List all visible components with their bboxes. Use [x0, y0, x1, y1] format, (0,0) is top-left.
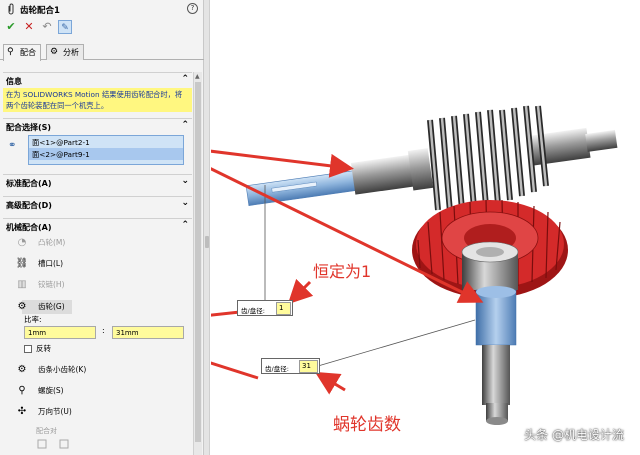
- selection-item-1[interactable]: 面<1>@Part2-1: [32, 138, 90, 147]
- paperclip-icon: [8, 3, 14, 15]
- tab-analysis-label: 分析: [63, 48, 79, 57]
- mate-hinge-label: 铰链(H): [38, 280, 65, 289]
- mate-slot[interactable]: ⛓ 槽口(L): [16, 257, 64, 271]
- chevron-up-icon: ⌃: [181, 220, 189, 230]
- mate-selection-icon: ⚭: [8, 140, 17, 151]
- mate-pair-label: 配合对: [36, 427, 57, 435]
- watermark: 头条 @机电设计流: [524, 428, 624, 442]
- tab-bar: ⚲ 配合 ⚙ 分析: [0, 42, 204, 61]
- section-advanced-header[interactable]: 高级配合(D) ⌄: [3, 196, 192, 212]
- tab-mates-label: 配合: [20, 48, 36, 57]
- ratio-left-input[interactable]: 1mm: [24, 326, 96, 339]
- ok-check-icon[interactable]: ✔: [6, 20, 16, 33]
- section-selections-header[interactable]: 配合选择(S) ⌃: [3, 118, 192, 134]
- reverse-checkbox[interactable]: [24, 345, 32, 353]
- graphics-viewport[interactable]: [211, 0, 640, 455]
- scroll-up-icon[interactable]: ▲: [195, 73, 200, 80]
- mate-rack-pinion[interactable]: ⚙ 齿条小齿轮(K): [18, 363, 87, 377]
- section-selections-title: 配合选择(S): [6, 123, 52, 132]
- section-info-title: 信息: [6, 77, 22, 86]
- pin-icon[interactable]: ✎: [58, 20, 72, 34]
- chevron-up-icon: ⌃: [181, 74, 189, 84]
- cam-icon: ◔: [17, 237, 27, 248]
- mate-gear[interactable]: ⚙ 齿轮(G): [18, 300, 72, 314]
- property-manager-panel: 齿轮配合1 ? ✔ ✕ ↶ ✎ ⚲ 配合 ⚙ 分析 信息 ⌃ 在为 SOLIDW…: [0, 0, 204, 455]
- chevron-down-icon: ⌄: [181, 198, 189, 208]
- annotation-worm-teeth: 蜗轮齿数: [333, 415, 401, 435]
- scrollbar-thumb[interactable]: [195, 82, 201, 442]
- annotation-constant-one: 恒定为1: [313, 262, 372, 281]
- leader-lines: [264, 185, 476, 367]
- panel-splitter[interactable]: [204, 0, 210, 455]
- ratio-label: 比率:: [24, 315, 42, 324]
- mate-hinge[interactable]: ▥ 铰链(H): [17, 278, 65, 292]
- mate-screw-label: 螺旋(S): [38, 386, 64, 395]
- chevron-down-icon: ⌄: [181, 176, 189, 186]
- mate-slot-label: 槽口(L): [38, 259, 64, 268]
- label-2-value[interactable]: 31: [299, 360, 318, 373]
- mate-gear-label: 齿轮(G): [38, 302, 65, 311]
- hinge-icon: ▥: [17, 279, 27, 290]
- mate-universal-joint-label: 万向节(U): [38, 407, 72, 416]
- gear-ratio-label-1[interactable]: 齿/盘径: 1: [237, 300, 293, 316]
- universal-joint-icon: ✣: [17, 406, 27, 417]
- section-mechanical-header[interactable]: 机械配合(A) ⌃: [3, 218, 192, 234]
- section-mechanical-title: 机械配合(A): [6, 223, 52, 232]
- mate-pair-icon: [37, 439, 69, 449]
- ratio-right-input[interactable]: 31mm: [112, 326, 184, 339]
- help-icon[interactable]: ?: [187, 3, 198, 14]
- undo-icon[interactable]: ↶: [42, 20, 52, 33]
- label-2-key: 齿/盘径:: [265, 365, 289, 373]
- cancel-x-icon[interactable]: ✕: [24, 20, 34, 33]
- worm-threads[interactable]: [427, 105, 549, 213]
- section-info-header[interactable]: 信息 ⌃: [3, 72, 192, 88]
- paperclip-icon: ⚲: [7, 47, 14, 57]
- selection-item-2[interactable]: 面<2>@Part9-1: [29, 148, 183, 160]
- screw-icon: ⚲: [18, 385, 26, 396]
- gear-ratio-label-2[interactable]: 齿/盘径: 31: [261, 358, 320, 374]
- chevron-up-icon: ⌃: [181, 120, 189, 130]
- splitter-grip[interactable]: [205, 236, 209, 248]
- label-1-key: 齿/盘径:: [241, 307, 265, 315]
- section-standard-header[interactable]: 标准配合(A) ⌄: [3, 174, 192, 190]
- wheel-shaft[interactable]: [461, 241, 519, 425]
- tab-analysis[interactable]: ⚙ 分析: [46, 44, 84, 60]
- ratio-separator: :: [102, 326, 105, 335]
- section-advanced-title: 高级配合(D): [6, 201, 52, 210]
- rack-pinion-icon: ⚙: [17, 364, 27, 375]
- mate-universal-joint[interactable]: ✣ 万向节(U): [18, 405, 72, 419]
- panel-scrollbar[interactable]: ▲: [193, 72, 202, 455]
- gear-analysis-icon: ⚙: [50, 47, 59, 57]
- section-standard-title: 标准配合(A): [6, 179, 52, 188]
- slot-icon: ⛓: [15, 258, 29, 269]
- mate-cam[interactable]: ◔ 凸轮(M): [18, 236, 66, 250]
- info-message: 在为 SOLIDWORKS Motion 结果使用齿轮配合时，将两个齿轮装配在同…: [3, 88, 192, 112]
- reverse-label: 反转: [36, 344, 51, 353]
- label-1-value[interactable]: 1: [276, 302, 291, 315]
- gear-icon: ⚙: [17, 301, 27, 312]
- panel-title: 齿轮配合1: [20, 6, 60, 16]
- tab-mates[interactable]: ⚲ 配合: [3, 44, 41, 61]
- selection-list[interactable]: 面<1>@Part2-1 面<2>@Part9-1: [28, 135, 184, 165]
- panel-title-row: 齿轮配合1 ?: [0, 0, 204, 18]
- mate-screw[interactable]: ⚲ 螺旋(S): [18, 384, 64, 398]
- mate-rack-pinion-label: 齿条小齿轮(K): [38, 365, 87, 374]
- mate-cam-label: 凸轮(M): [38, 238, 66, 247]
- annotation-arrows: [211, 149, 484, 395]
